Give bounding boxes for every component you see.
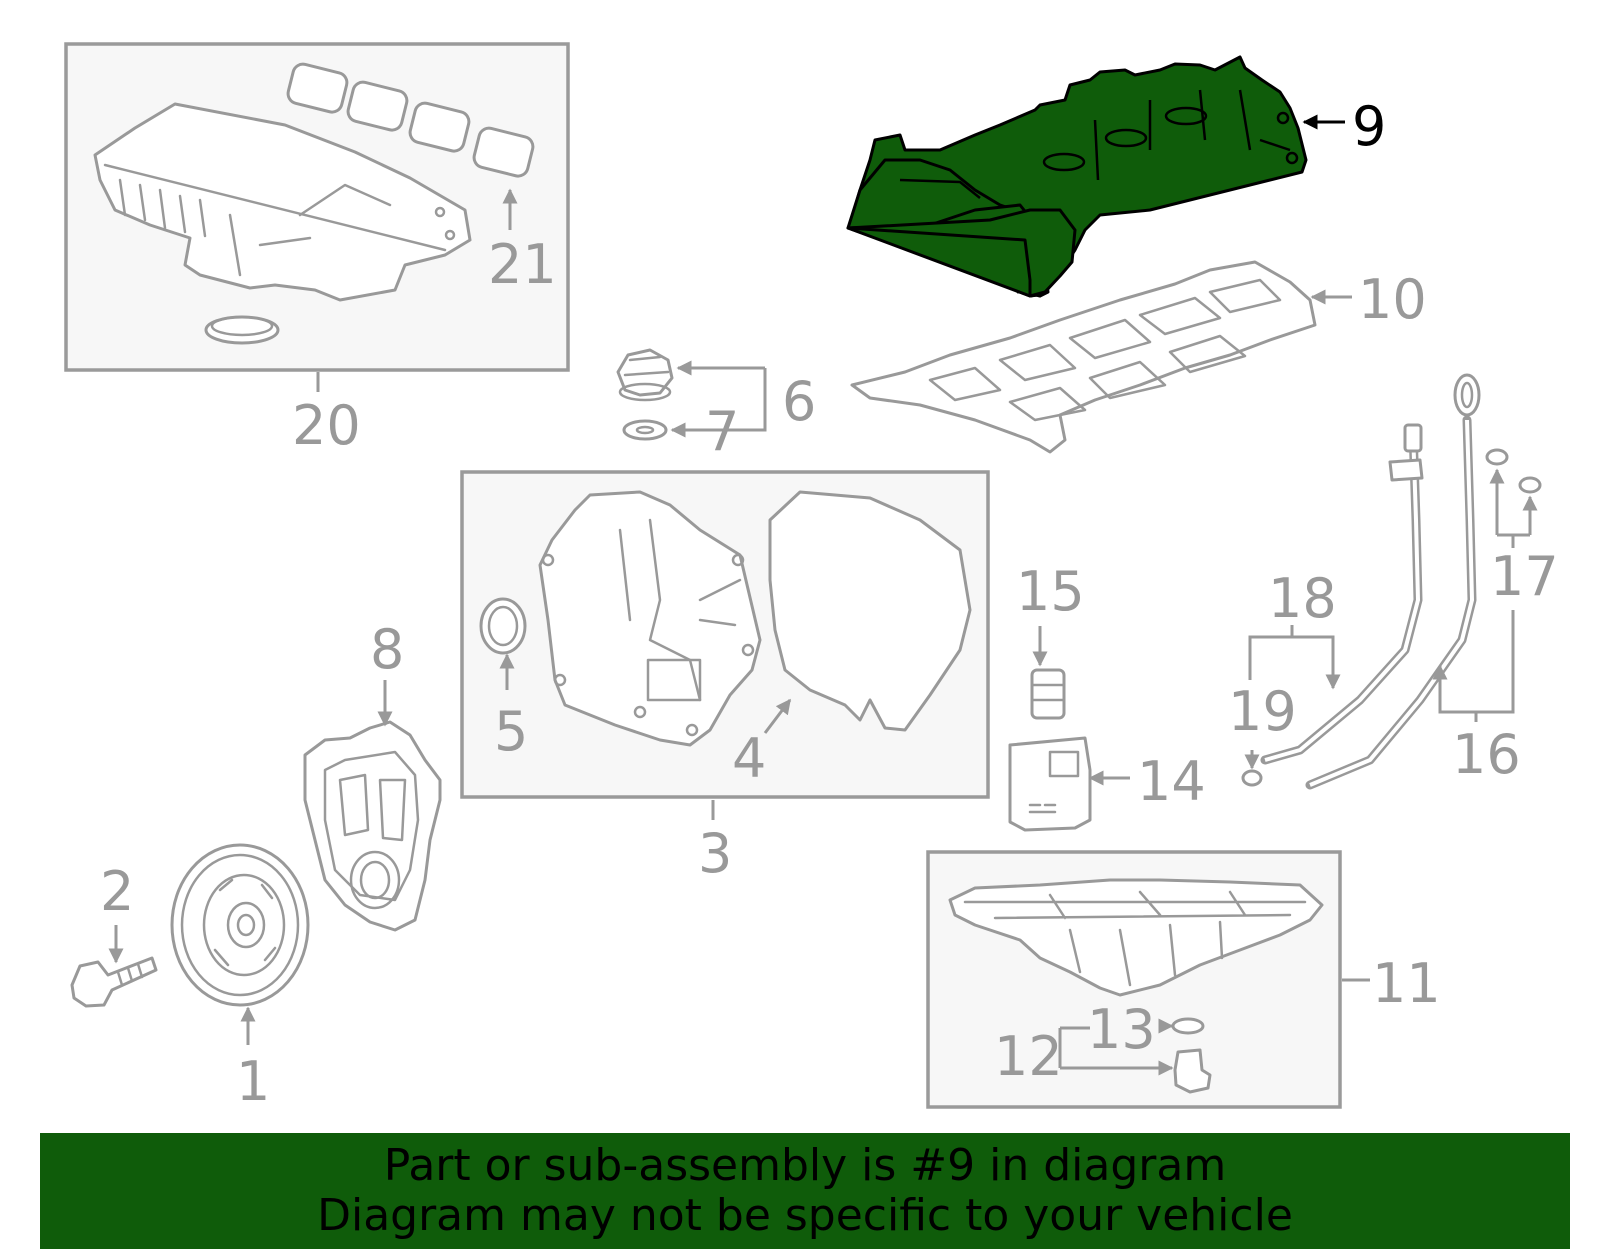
- crankshaft-balancer[interactable]: [170, 843, 310, 1007]
- intake-gasket[interactable]: [286, 62, 535, 178]
- drain-plug[interactable]: [1173, 1048, 1212, 1094]
- callout-18: 18: [1268, 567, 1337, 630]
- oil-filter-adapter[interactable]: [1030, 668, 1066, 720]
- callout-3: 3: [698, 822, 732, 885]
- valve-cover-gasket[interactable]: [850, 260, 1317, 454]
- intake-manifold-group: 21 20: [64, 42, 570, 457]
- front-cover-gasket[interactable]: [768, 490, 972, 732]
- callout-9: 9: [1352, 95, 1386, 158]
- callout-14: 14: [1137, 750, 1206, 813]
- front-cover-group: 5 4 3: [460, 470, 990, 885]
- oil-filter[interactable]: [1008, 736, 1092, 832]
- callout-7: 7: [705, 400, 739, 463]
- banner-line-2: Diagram may not be specific to your vehi…: [317, 1190, 1293, 1241]
- callout-11: 11: [1372, 952, 1441, 1015]
- callout-16: 16: [1452, 723, 1521, 786]
- oil-filler-seal[interactable]: [622, 419, 668, 441]
- oil-pan[interactable]: [948, 878, 1324, 997]
- valve-cover[interactable]: 9: [846, 55, 1386, 298]
- callout-13: 13: [1087, 998, 1156, 1061]
- timing-cover-group: 8: [303, 618, 442, 932]
- valve-cover-gasket-group: 10: [850, 260, 1427, 454]
- callout-5: 5: [494, 700, 528, 763]
- callout-19: 19: [1228, 680, 1297, 743]
- callout-8: 8: [370, 618, 404, 681]
- oil-filter-group: 15 14: [1008, 560, 1206, 832]
- callout-2: 2: [100, 860, 134, 923]
- callout-21: 21: [488, 233, 557, 296]
- callout-1: 1: [236, 1050, 270, 1113]
- callout-15: 15: [1016, 560, 1085, 623]
- callout-4: 4: [732, 727, 766, 790]
- callout-6: 6: [782, 370, 816, 433]
- dipstick-seal-a[interactable]: [1485, 448, 1509, 466]
- front-cover[interactable]: [538, 490, 762, 747]
- info-banner: Part or sub-assembly is #9 in diagram Di…: [40, 1133, 1570, 1249]
- callout-17: 17: [1490, 545, 1559, 608]
- dipstick-tube-seal[interactable]: [1241, 769, 1263, 787]
- intake-manifold[interactable]: [93, 102, 472, 302]
- drain-plug-gasket[interactable]: [1171, 1017, 1205, 1035]
- oil-filler-cap-group: 6 7: [616, 348, 816, 463]
- dipstick-group: 17 18 19 16: [1228, 373, 1559, 790]
- callout-12: 12: [994, 1025, 1063, 1088]
- crank-pulley-group: 2 1: [70, 843, 310, 1113]
- callout-20: 20: [292, 394, 361, 457]
- banner-line-1: Part or sub-assembly is #9 in diagram: [383, 1140, 1227, 1191]
- oil-pan-group: 13 12 11: [926, 850, 1441, 1109]
- callout-10: 10: [1358, 268, 1427, 331]
- crankshaft-bolt[interactable]: [70, 956, 158, 1008]
- dipstick-seal-b[interactable]: [1518, 476, 1542, 494]
